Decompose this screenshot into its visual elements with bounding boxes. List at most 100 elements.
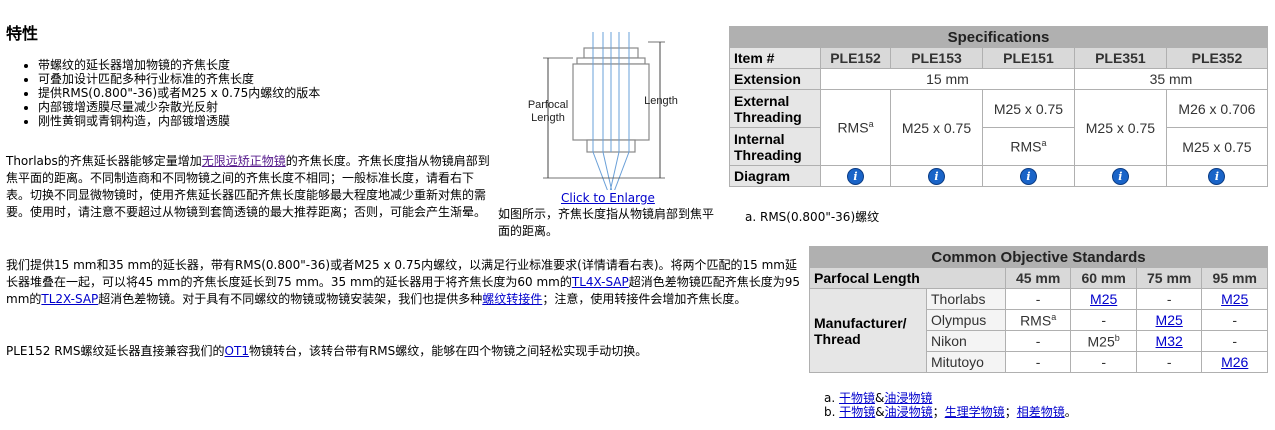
text: 超消色差物镜匹配齐焦长度为95 mm的	[6, 275, 801, 306]
tl4x-sap-link[interactable]: TL4X-SAP	[571, 275, 629, 289]
parfocal-length-header: Parfocal Length	[809, 267, 1006, 289]
extender-paragraph: 我们提供15 mm和35 mm的延长器，带有RMS(0.800"-36)或者M2…	[6, 257, 801, 308]
table-cell: i	[890, 165, 983, 187]
footnote-a-line: a. 干物镜&油浸物镜	[824, 391, 1077, 405]
footnote-a: a	[868, 119, 874, 130]
table-cell: i	[981, 165, 1075, 187]
text: &	[875, 405, 885, 419]
info-icon[interactable]: i	[847, 168, 864, 185]
thread-adapter-link[interactable]: 螺纹转接件	[482, 292, 543, 306]
internal-threading-label: Internal Threading	[729, 127, 821, 166]
table-cell: -	[1135, 288, 1203, 310]
dry-objectives-link[interactable]: 干物镜	[839, 405, 876, 419]
table-cell: M25 x 0.75	[1073, 89, 1167, 166]
table-cell: i	[1073, 165, 1167, 187]
m25-link[interactable]: M25	[1090, 291, 1118, 307]
table-cell: -	[1201, 330, 1268, 352]
click-to-enlarge-link[interactable]: Click to Enlarge	[561, 191, 655, 205]
table-cell: -	[1004, 330, 1072, 352]
item-header: PLE152	[819, 47, 892, 69]
feature-item: 可叠加设计匹配多种行业标准的齐焦长度	[38, 72, 320, 86]
table-cell: 15 mm	[820, 68, 1075, 90]
specifications-table: Specifications Item # PLE152 PLE153 PLE1…	[729, 26, 1269, 187]
cell-text: RMS	[837, 119, 869, 136]
text: 的齐焦长度。齐焦长度指从物镜肩部到焦平面的距离。不同制造商和不同物镜之间的齐焦长…	[6, 154, 490, 219]
text: &	[875, 391, 885, 405]
manufacturer-name: Olympus	[926, 309, 1006, 331]
diagram-caption: 如图所示，齐焦长度指从物镜肩部到焦平面的距离。	[498, 207, 715, 238]
dry-objectives-link[interactable]: 干物镜	[839, 391, 876, 405]
col-header: 95 mm	[1201, 267, 1268, 289]
table-cell: M25 x 0.75	[981, 89, 1075, 128]
table-title: Specifications	[729, 26, 1268, 48]
cell-text: M25	[1087, 333, 1115, 350]
feature-item: 刚性黄铜或青铜构造，内部镀增透膜	[38, 114, 320, 128]
manufacturer-name: Nikon	[926, 330, 1006, 352]
m25-link[interactable]: M25	[1221, 291, 1249, 307]
manufacturer-name: Thorlabs	[926, 288, 1006, 310]
oil-objectives-link[interactable]: 油浸物镜	[884, 405, 933, 419]
text: ；	[932, 405, 945, 419]
text: PLE152 RMS螺纹延长器直接兼容我们的	[6, 344, 225, 358]
section-title: 特性	[6, 24, 39, 43]
item-label: Item #	[729, 47, 821, 69]
cell-text: RMS	[1020, 312, 1052, 329]
length-label: Length	[644, 95, 678, 107]
table-cell: M25	[1135, 309, 1203, 331]
table-title: Common Objective Standards	[809, 246, 1268, 268]
objective-standards-table: Common Objective Standards Parfocal Leng…	[809, 246, 1268, 373]
info-icon[interactable]: i	[1111, 168, 1129, 185]
item-header: PLE351	[1073, 47, 1167, 69]
table-cell: i	[1165, 165, 1269, 187]
item-header: PLE153	[890, 47, 983, 69]
footnote-marker: b.	[824, 405, 836, 419]
footnote-a: a	[1041, 138, 1047, 149]
ot1-link[interactable]: OT1	[224, 344, 249, 358]
table-cell: RMSa	[1004, 309, 1072, 331]
table-cell: M25	[1070, 288, 1137, 310]
footnote-b-line: b. 干物镜&油浸物镜；生理学物镜；相差物镜。	[824, 405, 1077, 419]
table-cell: M32	[1135, 330, 1203, 352]
info-icon[interactable]: i	[1208, 168, 1226, 185]
tl2x-sap-link[interactable]: TL2X-SAP	[41, 292, 99, 306]
intro-paragraph: Thorlabs的齐焦延长器能够定量增加无限远矫正物镜的齐焦长度。齐焦长度指从物…	[6, 153, 494, 221]
footnote-b: b	[1114, 332, 1120, 343]
feature-item: 带螺纹的延长器增加物镜的齐焦长度	[38, 58, 320, 72]
table-cell: RMSa	[819, 89, 892, 166]
feature-item: 内部镀增透膜尽量减少杂散光反射	[38, 100, 320, 114]
parfocal-diagram[interactable]: Parfocal Length Length	[523, 30, 683, 190]
item-header: PLE151	[981, 47, 1075, 69]
table-cell: M26 x 0.706	[1165, 89, 1269, 128]
info-icon[interactable]: i	[1019, 168, 1037, 185]
text: 。	[1064, 405, 1077, 419]
feature-item: 提供RMS(0.800"-36)或者M25 x 0.75内螺纹的版本	[38, 86, 320, 100]
table-cell: -	[1070, 351, 1137, 373]
infinity-objectives-link[interactable]: 无限远矫正物镜	[201, 154, 286, 168]
table-cell: -	[1004, 351, 1072, 373]
text: 超消色差物镜。对于具有不同螺纹的物镜或物镜安装架，我们也提供多种	[98, 292, 483, 306]
cell-text: RMS	[1010, 138, 1042, 155]
info-icon[interactable]: i	[927, 168, 945, 185]
text: Thorlabs的齐焦延长器能够定量增加	[6, 154, 202, 168]
extension-label: Extension	[729, 68, 821, 90]
m32-link[interactable]: M32	[1155, 333, 1183, 349]
table-cell: RMSa	[981, 127, 1075, 166]
m26-link[interactable]: M26	[1221, 354, 1249, 370]
parfocal-label: Parfocal	[528, 99, 568, 111]
m25-link[interactable]: M25	[1155, 312, 1183, 328]
table-cell: -	[1201, 309, 1268, 331]
diagram-label: Diagram	[729, 165, 821, 187]
table-cell: i	[819, 165, 892, 187]
table-cell: M25	[1201, 288, 1268, 310]
physiology-objectives-link[interactable]: 生理学物镜	[944, 405, 1005, 419]
table-cell: M25b	[1070, 330, 1137, 352]
manufacturer-thread-label: Manufacturer/ Thread	[809, 288, 927, 373]
table-cell: -	[1004, 288, 1072, 310]
phase-contrast-objectives-link[interactable]: 相差物镜	[1016, 405, 1065, 419]
footnote-marker: a.	[824, 391, 836, 405]
turret-paragraph: PLE152 RMS螺纹延长器直接兼容我们的OT1物镜转台，该转台带有RMS螺纹…	[6, 343, 801, 360]
footnote-a: a	[1051, 311, 1057, 322]
oil-objectives-link[interactable]: 油浸物镜	[884, 391, 933, 405]
table-cell: -	[1135, 351, 1203, 373]
col-header: 45 mm	[1004, 267, 1072, 289]
